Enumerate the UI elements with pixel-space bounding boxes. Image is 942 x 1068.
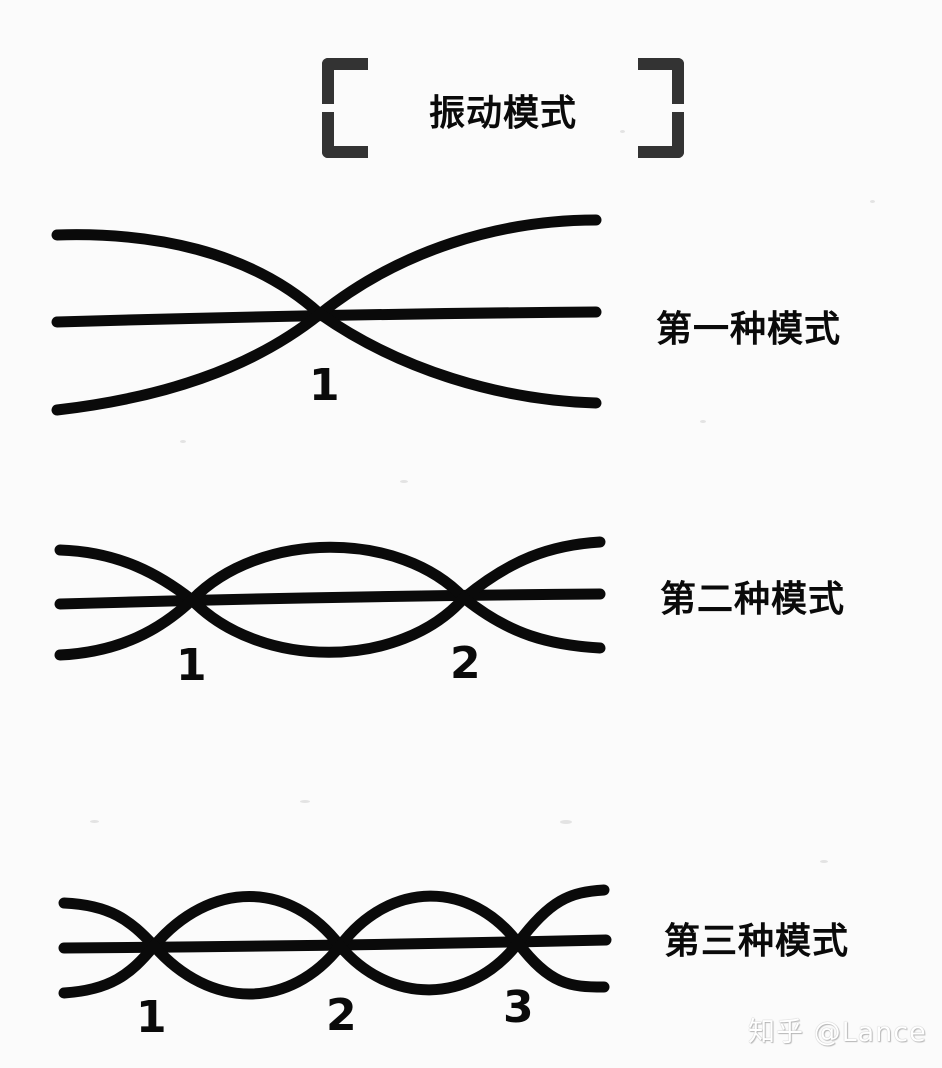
mode-2-curve-a: [54, 536, 606, 608]
title-frame: 振动模式: [322, 58, 684, 158]
bracket-top-left: [322, 58, 368, 104]
diagram-title: 振动模式: [428, 93, 577, 134]
mode-1-curve-b: [51, 307, 602, 416]
mode-2-node-2: 2: [450, 638, 481, 689]
mode-2-axis: [54, 588, 606, 610]
mode-2-waveform: [54, 536, 606, 661]
mode-1-curve-a: [51, 214, 602, 322]
mode-3-label: 第三种模式: [664, 921, 850, 962]
watermark: 知乎 @Lance: [748, 1017, 927, 1048]
mode-2-curve-b: [54, 590, 606, 661]
mode-3-curve-b: [58, 933, 610, 1000]
mode-3-node-3: 3: [503, 982, 534, 1033]
mode-1-node-1: 1: [309, 360, 340, 411]
mode-3-node-1: 1: [136, 992, 167, 1043]
mode-3-curve-a: [58, 884, 610, 956]
bracket-bottom-left: [322, 112, 368, 158]
bracket-top-right: [638, 58, 684, 104]
mode-3-waveform: [58, 884, 612, 1000]
mode-2-label: 第二种模式: [660, 579, 846, 620]
mode-3-node-2: 2: [326, 990, 357, 1041]
mode-2-node-1: 1: [176, 640, 207, 691]
bracket-bottom-right: [638, 112, 684, 158]
mode-1-waveform: [51, 214, 602, 416]
mode-1-label: 第一种模式: [656, 309, 842, 350]
